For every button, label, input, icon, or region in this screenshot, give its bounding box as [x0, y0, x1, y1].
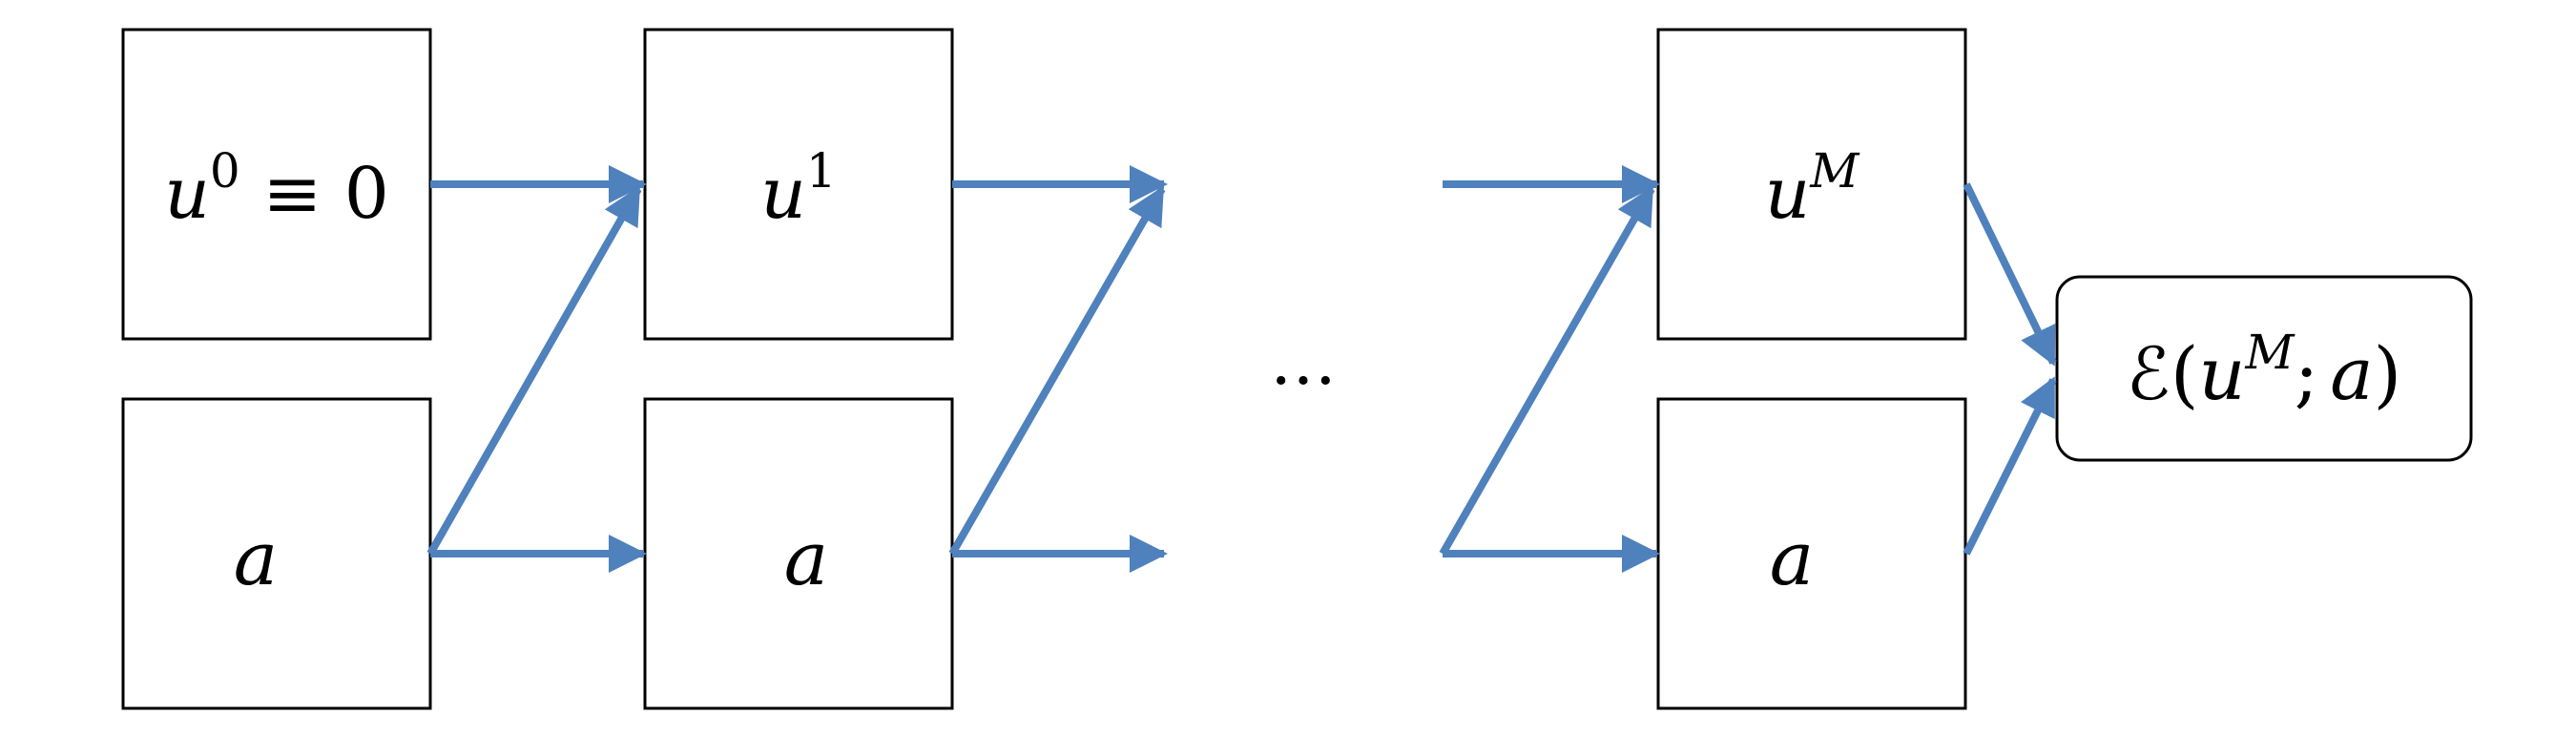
- label-u0-base: u: [164, 153, 210, 235]
- label-a-1: a: [234, 516, 279, 602]
- label-u1-base: u: [760, 153, 806, 235]
- label-uM-sup: M: [1809, 143, 1860, 199]
- box-u1: [643, 28, 954, 341]
- box-uM: [1656, 28, 1967, 341]
- energy-arg: a: [2330, 331, 2373, 416]
- box-u0: [121, 28, 432, 341]
- label-u0-sup: 0: [210, 143, 240, 199]
- ellipsis: …: [1270, 322, 1337, 400]
- label-a-2: a: [784, 516, 829, 602]
- energy-suffix: ): [2374, 331, 2402, 416]
- energy-label: ℰ(uM;a): [2127, 325, 2401, 416]
- energy-prefix: ℰ(: [2127, 331, 2199, 416]
- box-a-1: [121, 397, 432, 710]
- energy-base: u: [2198, 331, 2245, 416]
- arrow-prev-a-to-uM: [1439, 185, 1655, 556]
- arrow-a2-to-next-u: [948, 185, 1166, 556]
- arrow-a1-to-u1: [426, 185, 642, 556]
- label-uM: uM: [1765, 143, 1861, 235]
- label-u1-sup: 1: [806, 143, 837, 199]
- energy-sep: ;: [2295, 331, 2319, 416]
- label-u0-rest: ≡ 0: [240, 153, 389, 235]
- box-a-3: [1656, 397, 1967, 710]
- box-a-2: [643, 397, 954, 710]
- arrow-uM-to-energy: [1963, 182, 2057, 367]
- label-u1: u1: [760, 143, 836, 235]
- energy-sup: M: [2244, 325, 2296, 380]
- label-a-3: a: [1770, 516, 1815, 602]
- label-uM-base: u: [1765, 153, 1811, 235]
- energy-box: [2055, 275, 2473, 462]
- arrow-a3-to-energy: [1963, 376, 2057, 556]
- label-u0: u0 ≡ 0: [164, 143, 389, 235]
